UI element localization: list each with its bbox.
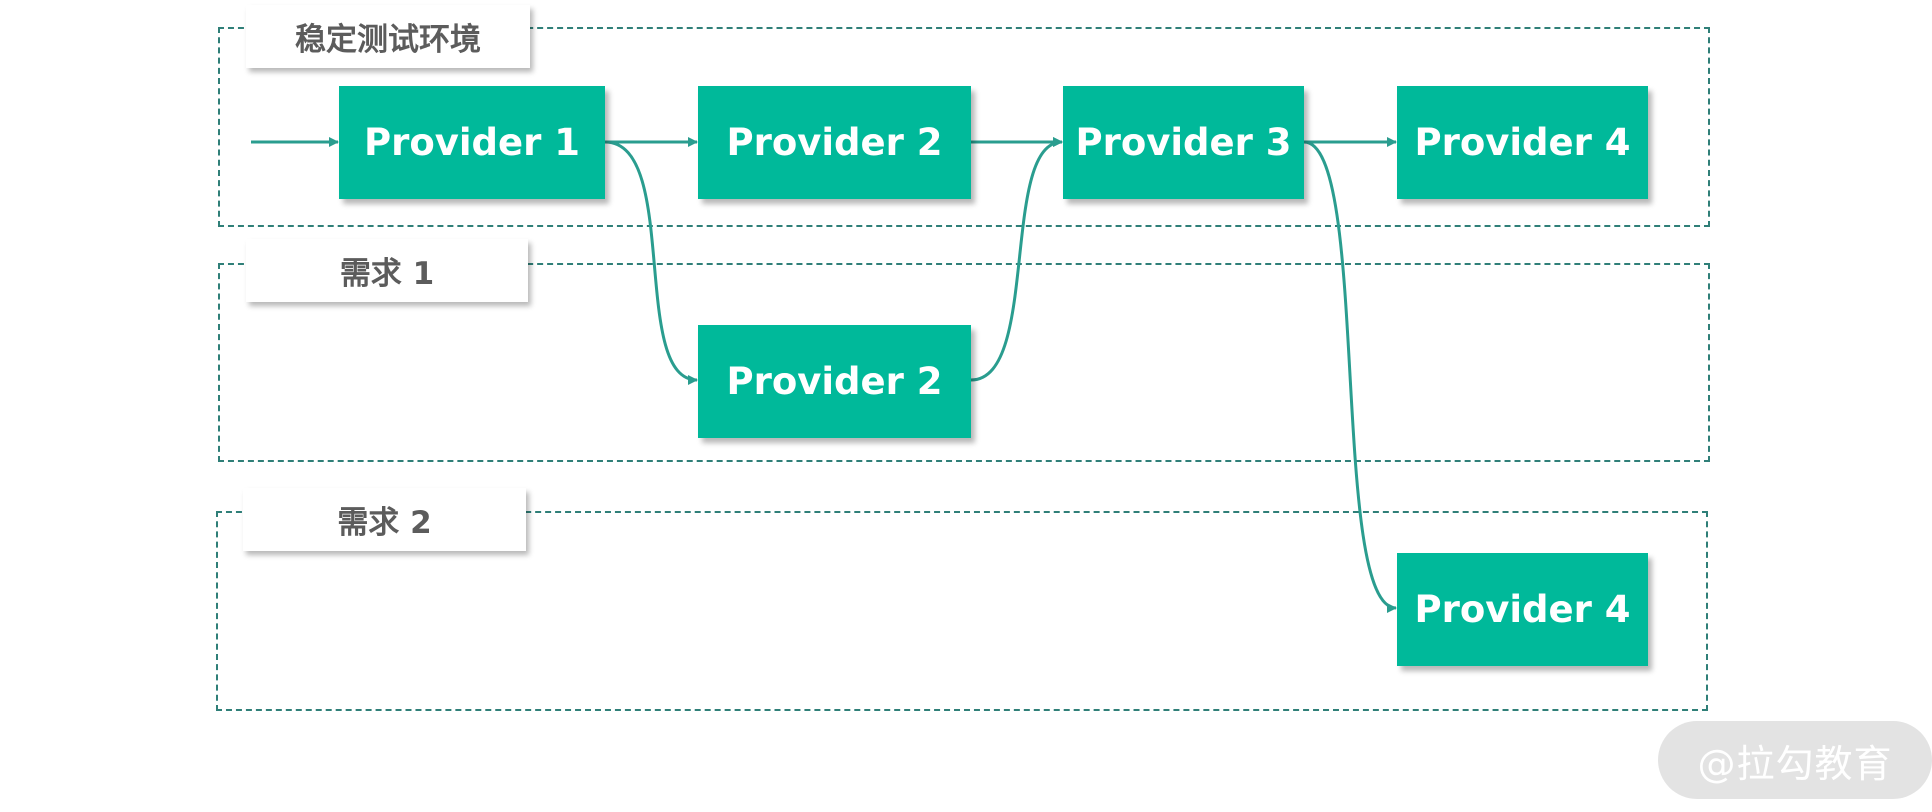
node-stable-provider-2: Provider 2 xyxy=(698,86,971,199)
node-stable-provider-1: Provider 1 xyxy=(339,86,605,199)
lane-label-requirement-1: 需求 1 xyxy=(246,239,528,302)
node-req2-provider-4: Provider 4 xyxy=(1397,553,1648,666)
lane-label-stable-test-env: 稳定测试环境 xyxy=(246,5,530,68)
lane-requirement-1 xyxy=(218,263,1710,462)
lane-stable-test-env xyxy=(218,27,1710,227)
edge-provider-1-to-req1-provider-2 xyxy=(604,140,698,385)
node-stable-provider-4: Provider 4 xyxy=(1397,86,1648,199)
edge-req1-provider-2-to-provider-3 xyxy=(970,137,1063,382)
watermark: @拉勾教育 xyxy=(1658,721,1932,799)
edge-provider-3-to-req2-provider-4 xyxy=(1303,140,1397,613)
node-stable-provider-3: Provider 3 xyxy=(1063,86,1304,199)
node-req1-provider-2: Provider 2 xyxy=(698,325,971,438)
lane-label-requirement-2: 需求 2 xyxy=(243,488,526,551)
lane-requirement-2 xyxy=(216,511,1708,711)
